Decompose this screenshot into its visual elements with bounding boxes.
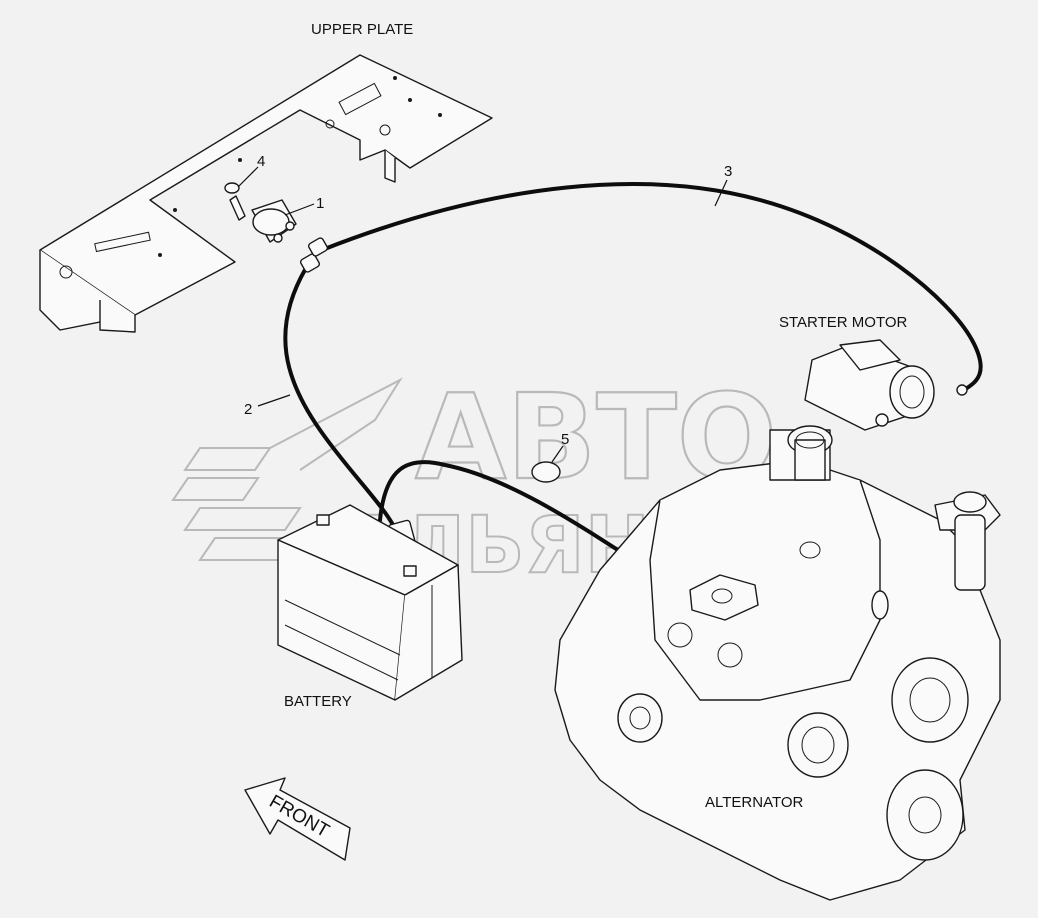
front-arrow: FRONT xyxy=(244,777,351,861)
leader-lines xyxy=(237,166,728,463)
callout-5: 5 xyxy=(561,431,569,448)
cable-3 xyxy=(320,182,983,394)
key-switch xyxy=(224,182,297,243)
battery-label: BATTERY xyxy=(284,693,352,710)
callout-3: 3 xyxy=(724,163,732,180)
callout-2: 2 xyxy=(244,401,252,418)
starter-motor-label: STARTER MOTOR xyxy=(779,314,908,331)
callout-4: 4 xyxy=(257,153,265,170)
starter-motor xyxy=(804,339,935,431)
battery xyxy=(277,504,463,701)
upper-plate xyxy=(39,54,493,333)
callout-1: 1 xyxy=(316,195,324,212)
alternator-label: ALTERNATOR xyxy=(705,794,804,811)
upper-plate-label: UPPER PLATE xyxy=(311,21,413,38)
engine xyxy=(554,425,1001,901)
